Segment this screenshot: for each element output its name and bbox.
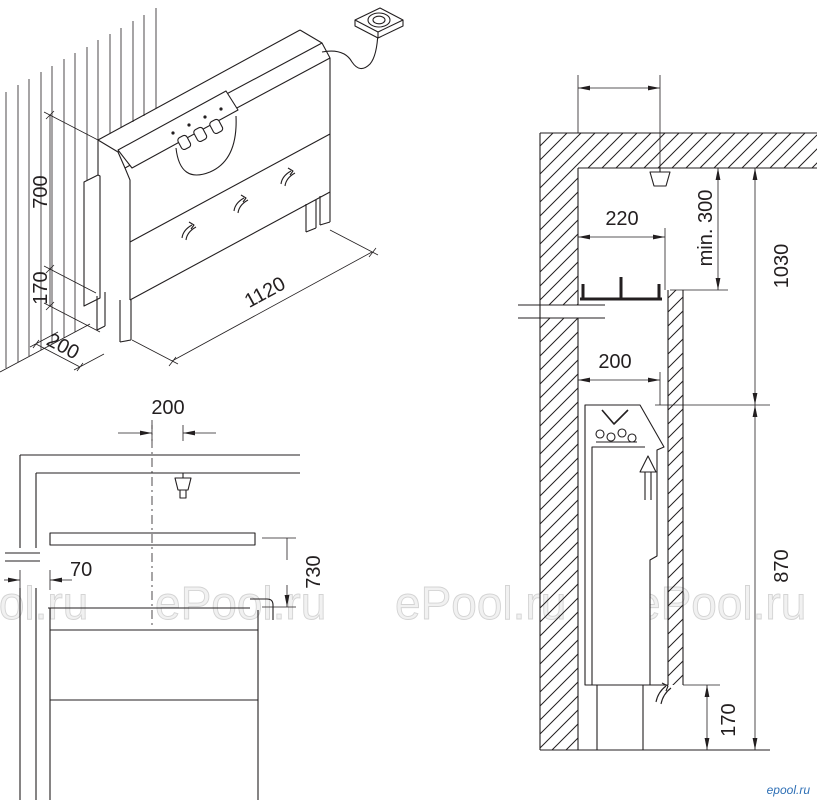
side-panel-outline (667, 290, 684, 685)
stone-cover-mark (601, 409, 629, 425)
sensor-offset-ticks (151, 425, 184, 441)
left-wall-hatch (540, 168, 578, 750)
indicator-dot (187, 123, 191, 127)
control-cable (321, 31, 379, 70)
ceiling-sensor-icon (649, 168, 671, 187)
indicator-dot (219, 107, 223, 111)
indicator-dot (171, 131, 175, 135)
heater-front-body (48, 607, 259, 800)
side-min-clearance-label: min. 300 (695, 190, 717, 267)
height-dimension-line (45, 110, 55, 311)
control-unit-dial-icon (367, 12, 391, 28)
air-inlet-arrow-icon (655, 682, 672, 705)
length-extension-lines (131, 229, 379, 365)
temperature-sensor-icon (174, 473, 192, 499)
stone (606, 432, 616, 442)
heater-left-edge (97, 139, 131, 300)
heater-legs (96, 192, 331, 343)
control-unit-dial-inner (372, 15, 386, 25)
pipe-opening (539, 305, 579, 318)
side-heater-height-label: 870 (771, 549, 793, 582)
control-knob-icon (209, 118, 224, 135)
bench-shelf (49, 532, 256, 546)
wall-distance-dimension (29, 331, 105, 372)
wall-pipe (5, 552, 40, 562)
ceiling-lines (20, 454, 300, 474)
ceiling-outline (540, 132, 817, 169)
heater-side-guard (83, 174, 101, 307)
airflow-vent-icon (233, 194, 249, 214)
heater-inner-wall (591, 446, 645, 685)
airflow-up-arrow-icon (639, 455, 657, 500)
watermark-4: ePool.ru (635, 577, 806, 629)
heater-front-bottom-edge (129, 191, 331, 301)
iso-length-label: 1120 (241, 273, 289, 313)
front-sensor-offset-label: 200 (151, 397, 184, 419)
floor-edge-line (0, 323, 91, 373)
front-shelf-clearance-label: 730 (303, 555, 325, 588)
heater-pipe-hook (250, 598, 274, 620)
heater-side-legs (596, 685, 644, 750)
control-knob-icon (193, 126, 208, 143)
watermark-1: ePool.ru (0, 577, 88, 629)
front-view: 200 70 730 (4, 397, 325, 800)
airflow-vent-icon (181, 221, 197, 241)
upper-bench (580, 277, 662, 301)
side-floor-clearance-label: 170 (718, 703, 740, 736)
watermark-3: ePool.ru (395, 577, 566, 629)
stone (595, 429, 605, 439)
heater-right-side-edge (299, 29, 331, 192)
indicator-dot (203, 115, 207, 119)
height-extension-lines (43, 111, 101, 333)
side-upper-height-label: 1030 (771, 244, 793, 289)
control-knob-icon (177, 134, 192, 151)
heater-stones-icon (595, 428, 637, 443)
wall-lines (5, 8, 157, 368)
control-indicator-dots (171, 107, 223, 135)
wall-pipe (518, 304, 605, 319)
heater-side-body (584, 404, 665, 686)
ceiling-hatch (540, 133, 817, 168)
heater-top-back-edge (97, 29, 301, 141)
length-dimension-line (168, 247, 377, 367)
sensor-position-extension-lines (577, 75, 661, 168)
heater-front-panel-divider (129, 133, 331, 243)
side-section: 220 min. 300 1030 870 200 (518, 75, 817, 751)
side-bench-depth-label: 220 (605, 208, 638, 230)
iso-height-label: 700 (30, 175, 52, 208)
airflow-vent-icon (280, 167, 296, 187)
control-window-outline (175, 115, 237, 176)
control-unit-box (354, 7, 404, 39)
heater-control-lid (117, 90, 239, 169)
front-wall-gap-label: 70 (70, 559, 92, 581)
site-logo: epool.ru (767, 783, 811, 797)
wall-lines (19, 455, 37, 800)
iso-wall-distance-label: 200 (43, 329, 83, 364)
stone (617, 428, 627, 438)
watermarks: ePool.ru ePool.ru ePool.ru ePool.ru (0, 577, 807, 630)
watermark-2: ePool.ru (155, 577, 326, 629)
isometric-view: 700 170 200 1120 (0, 7, 404, 373)
side-heater-depth-label: 200 (598, 351, 631, 373)
iso-leg-height-label: 170 (30, 271, 52, 304)
side-panel-hatch (668, 290, 683, 685)
